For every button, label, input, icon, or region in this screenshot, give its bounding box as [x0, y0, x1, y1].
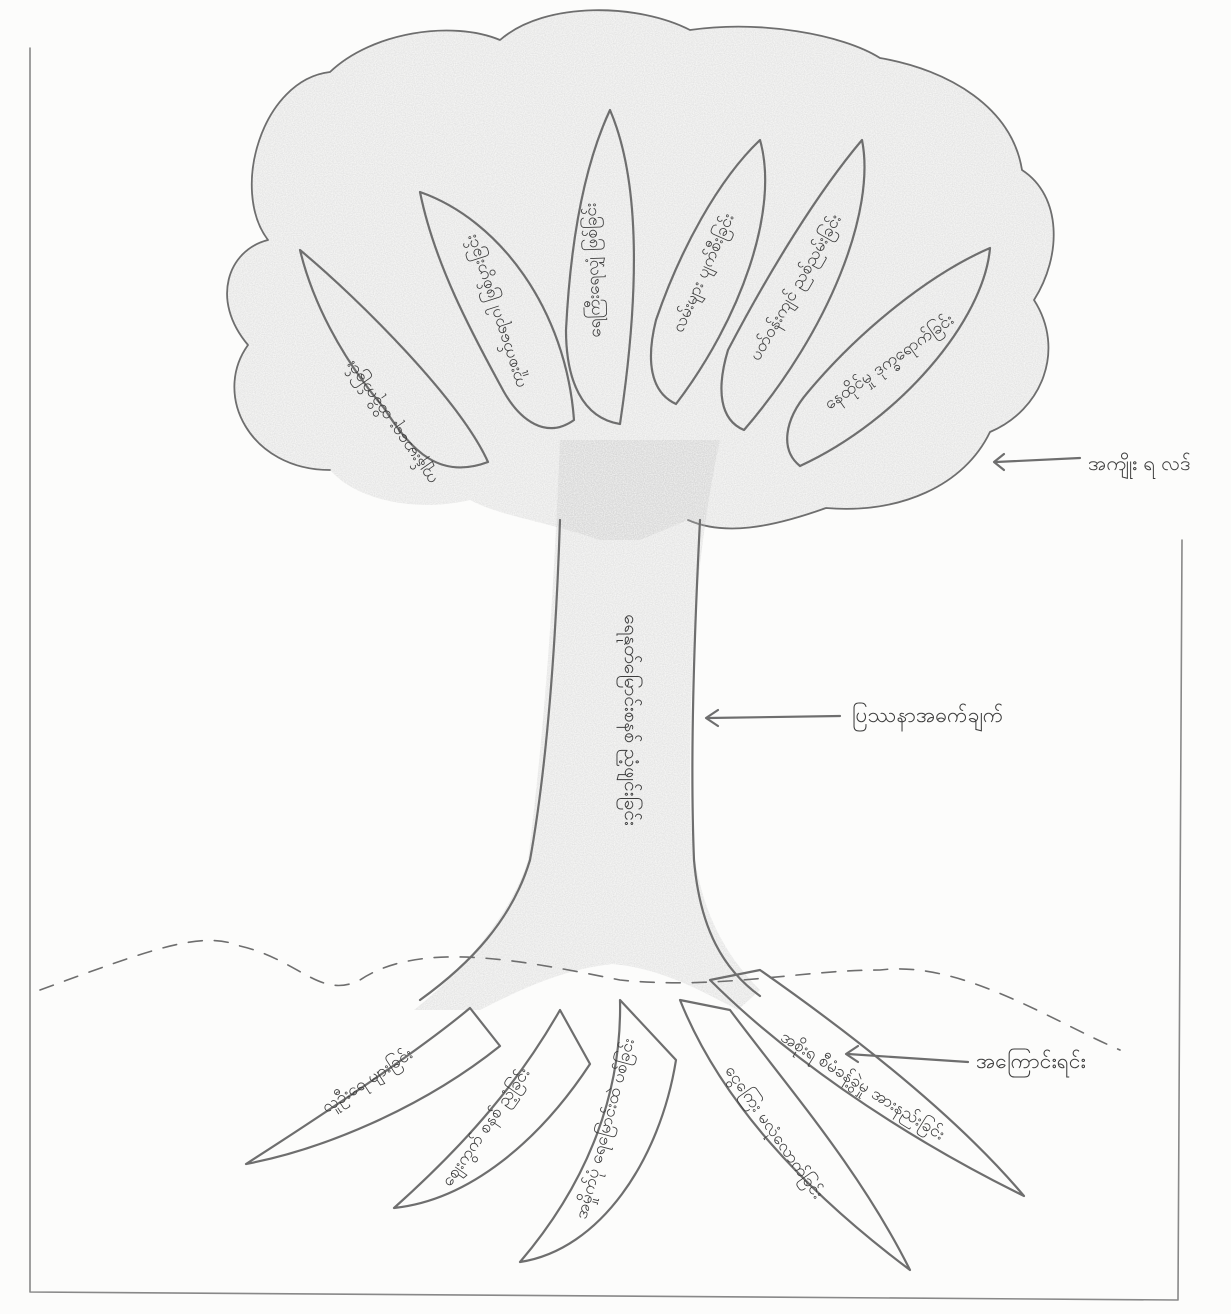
fruit-annotation: အကျိုး ရ လဒ်	[1088, 451, 1190, 479]
trunk-annotation: ပြဿနာအဓက်ချက်	[852, 701, 1003, 732]
root-label-5: အစိုးရ စီမံခန့်ခွဲမှု အားနည်းခြင်း	[775, 1025, 949, 1147]
roots-annotation: အကြောင်းရင်း	[976, 1047, 1086, 1078]
root-label-3: အမှိုက်ပုံ ရေမြောင်းထဲ ပစ်ခြင်း	[569, 1036, 641, 1222]
trunk-label: ရေနုတ်မြောင်းစနစ် ညံ့ဖျင်းခြင်း	[616, 614, 644, 826]
root-label-4: ငွေကြေး မလုံလောက်ခြင်း	[718, 1061, 829, 1205]
